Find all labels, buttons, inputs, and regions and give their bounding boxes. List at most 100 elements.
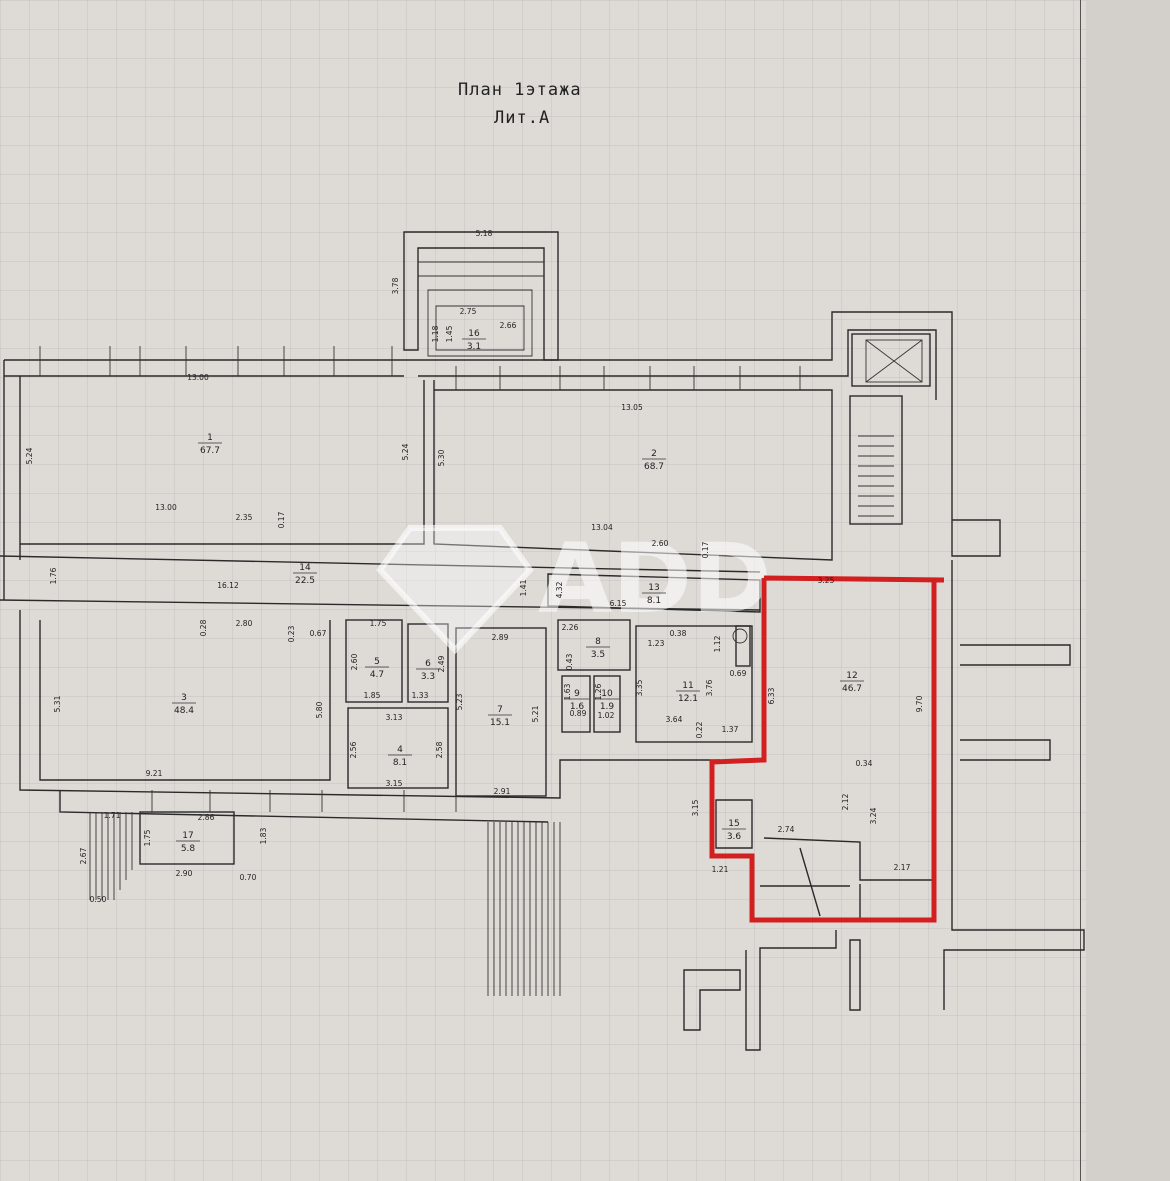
- room-label: 91.6: [565, 689, 589, 712]
- dimension-label: 1.23: [648, 639, 665, 648]
- dimension-label: 5.23: [455, 693, 464, 710]
- highlighted-unit-outline: [709, 575, 945, 923]
- dimension-label: 0.70: [240, 873, 257, 882]
- dimension-label: 5.24: [401, 443, 410, 460]
- room-number: 9: [574, 689, 580, 699]
- dimension-label: 2.91: [494, 787, 511, 796]
- dimension-label: 3.64: [666, 715, 683, 724]
- dimension-label: 0.17: [701, 541, 710, 558]
- dimension-label: 1.85: [364, 691, 381, 700]
- page-margin: [1086, 0, 1170, 1181]
- room-area: 8.1: [647, 596, 661, 606]
- entrance-vestibule: [403, 231, 559, 361]
- dimension-label: 0.34: [856, 759, 873, 768]
- dimension-label: 3.78: [391, 277, 400, 294]
- dimension-label: 2.90: [176, 869, 193, 878]
- dimension-label: 1.33: [412, 691, 429, 700]
- room-area: 46.7: [842, 684, 862, 694]
- dimension-label: 2.80: [236, 619, 253, 628]
- dimension-label: 2.89: [492, 633, 509, 642]
- room-label: 14 22.5: [293, 563, 317, 586]
- dimension-label: 5.24: [25, 447, 34, 464]
- dimension-label: 2.86: [198, 813, 215, 822]
- dimension-label: 13.00: [155, 503, 177, 512]
- dimension-label: 6.15: [610, 599, 627, 608]
- room-area: 15.1: [490, 718, 510, 728]
- dimension-label: 0.89: [570, 709, 587, 718]
- dimension-label: 2.56: [349, 741, 358, 758]
- dimension-label: 2.75: [460, 307, 477, 316]
- dimension-label: 6.33: [767, 687, 776, 704]
- room-area: 22.5: [295, 576, 315, 586]
- dimension-label: 3.15: [691, 799, 700, 816]
- room-area: 5.8: [181, 844, 196, 854]
- room-label: 54.7: [365, 657, 389, 680]
- dimension-label: 2.26: [562, 623, 579, 632]
- room-label: 163.1: [462, 329, 486, 352]
- room-label: 83.5: [586, 637, 610, 660]
- dimension-label: 0.67: [310, 629, 327, 638]
- room-number: 8: [595, 637, 601, 647]
- porch-steps: [89, 812, 561, 996]
- dimension-label: 13.04: [591, 523, 613, 532]
- dimension-label: 1.45: [445, 325, 454, 342]
- room-label: 101.9: [595, 689, 619, 712]
- dimension-label: 1.63: [563, 683, 572, 700]
- plan-title: План 1этажа: [458, 80, 582, 100]
- room-number: 1: [207, 433, 213, 443]
- room-number: 2: [651, 449, 657, 459]
- exterior-walls: [0, 311, 1085, 1051]
- dimension-label: 1.26: [594, 683, 603, 700]
- dimension-label: 1.18: [431, 325, 440, 342]
- dimension-label: 3.25: [818, 576, 835, 585]
- dimension-label: 1.75: [370, 619, 387, 628]
- dimension-label: 1.83: [259, 827, 268, 844]
- room-area: 67.7: [200, 446, 220, 456]
- dimension-label: 3.35: [635, 679, 644, 696]
- dimension-label: 5.30: [437, 449, 446, 466]
- room-label: 167.7: [198, 433, 222, 456]
- room-area: 1.9: [600, 702, 615, 712]
- dimension-label: 3.13: [386, 713, 403, 722]
- room-number: 7: [497, 705, 503, 715]
- dimension-label: 5.21: [531, 705, 540, 722]
- room-label: 175.8: [176, 831, 200, 854]
- dimension-label: 9.21: [146, 769, 163, 778]
- dimension-label: 5.31: [53, 695, 62, 712]
- dimension-label: 1.37: [722, 725, 739, 734]
- dimension-label: 1.12: [713, 635, 722, 652]
- dimension-label: 1.71: [104, 811, 121, 820]
- watermark-text: ADD: [538, 523, 772, 635]
- room-number: 4: [397, 745, 403, 755]
- dimension-label: 0.38: [670, 629, 687, 638]
- stair-core: [849, 333, 931, 525]
- plan-subtitle: Лит.А: [494, 108, 551, 128]
- room-number: 16: [468, 329, 480, 339]
- dimension-label: 13.00: [187, 373, 209, 382]
- dimension-label: 2.60: [652, 539, 669, 548]
- dimension-label: 2.74: [778, 825, 795, 834]
- dimension-label: 0.50: [90, 895, 107, 904]
- room-label: 63.3: [416, 659, 440, 682]
- dimension-label: 3.24: [869, 807, 878, 824]
- dimension-label: 1.76: [49, 567, 58, 584]
- dimension-label: 0.43: [565, 653, 574, 670]
- room-label: 348.4: [172, 693, 196, 716]
- dimension-label: 0.23: [287, 625, 296, 642]
- dimension-label: 13.05: [621, 403, 643, 412]
- room-number: 15: [728, 819, 739, 829]
- room-area: 12.1: [678, 694, 698, 704]
- room-area: 68.7: [644, 462, 664, 472]
- room-label: 268.7: [642, 449, 666, 472]
- dimension-label: 2.35: [236, 513, 253, 522]
- room-number: 10: [601, 689, 613, 699]
- room-area: 3.5: [591, 650, 605, 660]
- dimension-label: 1.41: [519, 579, 528, 596]
- dimension-label: 2.17: [894, 863, 911, 872]
- dimension-label: 0.17: [277, 511, 286, 528]
- room-number: 14: [299, 563, 311, 573]
